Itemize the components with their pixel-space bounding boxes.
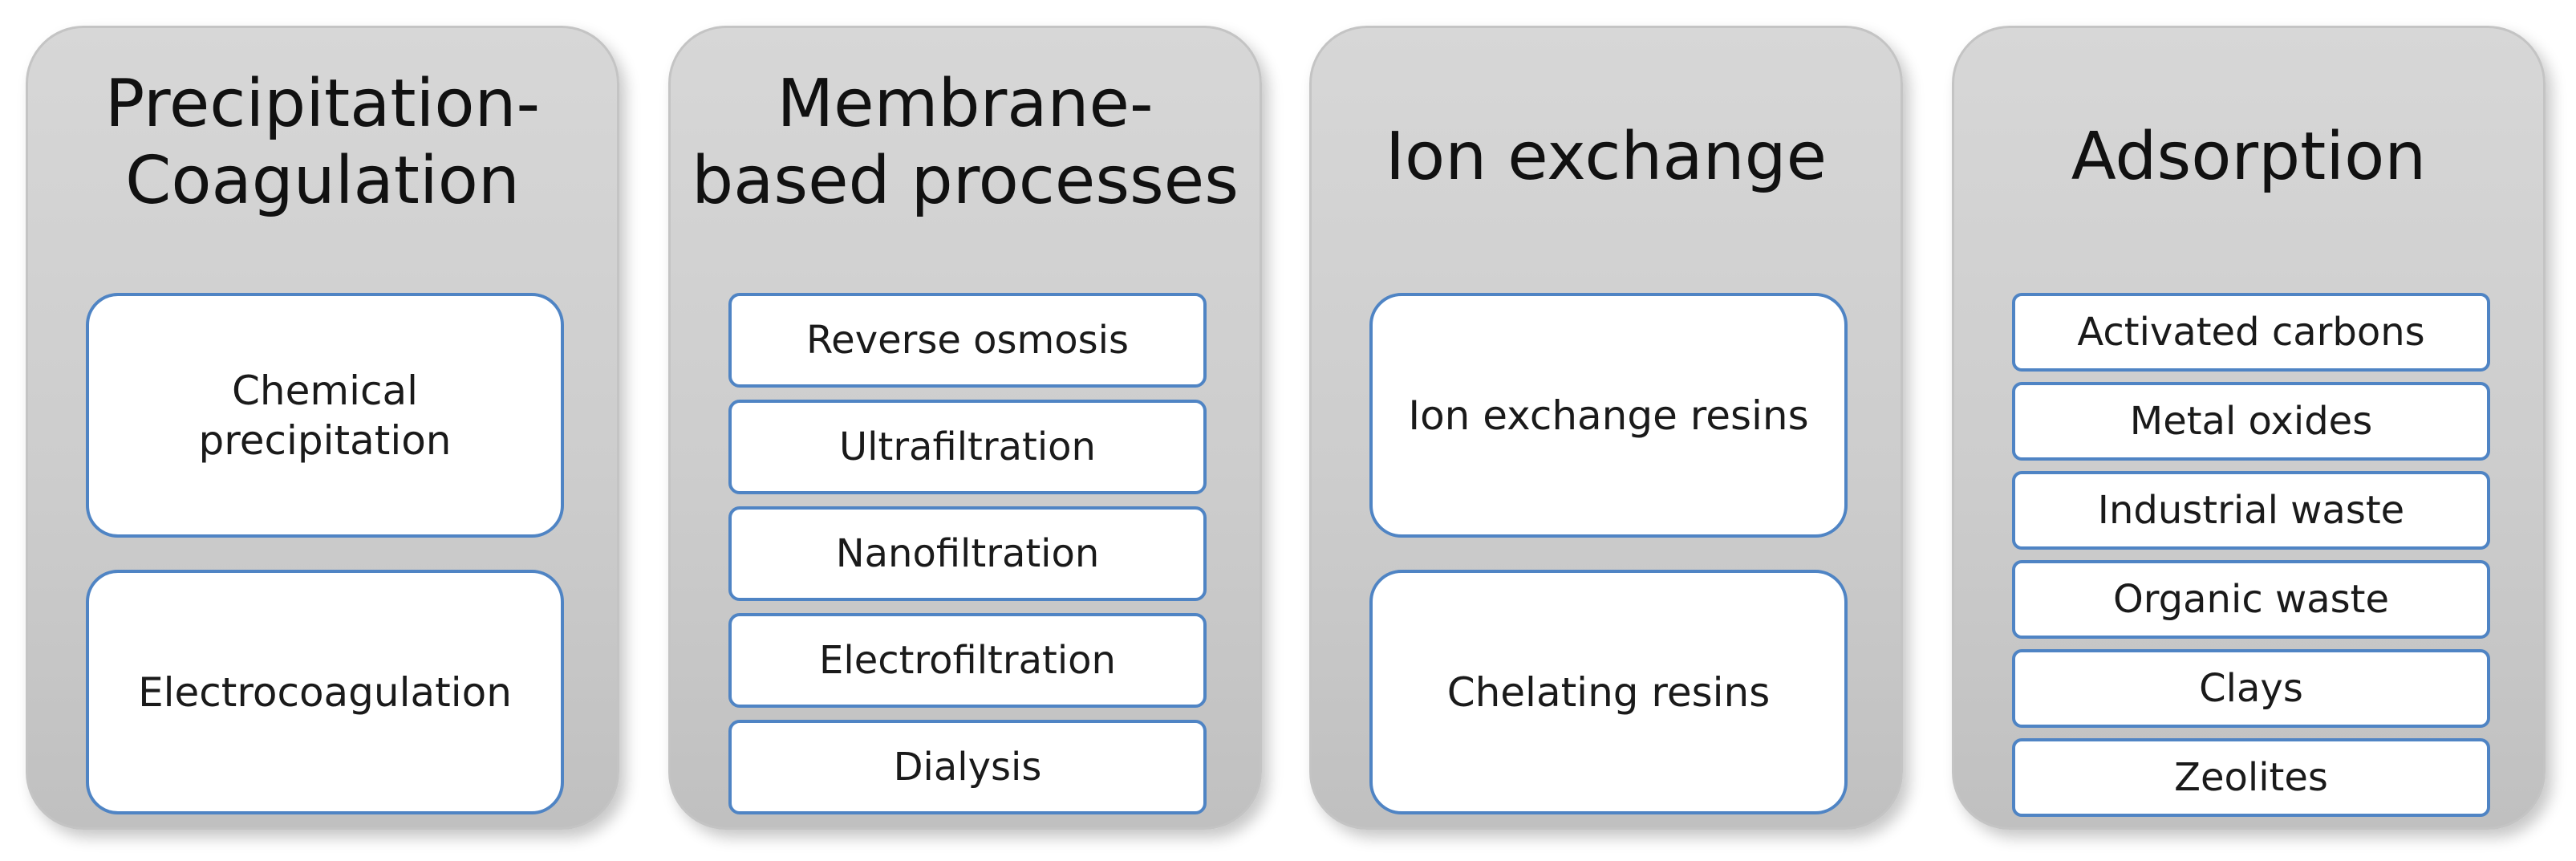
item-dialysis: Dialysis [728,720,1207,814]
column-ion-exchange: Ion exchange Ion exchange resins Chelati… [1309,26,1903,830]
column-title: Ion exchange [1385,119,1828,195]
item-nanofiltration: Nanofiltration [728,506,1207,601]
item-electrofiltration: Electrofiltration [728,613,1207,708]
item-list: Reverse osmosis Ultrafiltration Nanofilt… [728,293,1207,826]
item-metal-oxides: Metal oxides [2012,382,2490,461]
column-title: Precipitation- Coagulation [104,66,541,219]
item-chemical-precipitation: Chemical precipitation [86,293,564,538]
column-adsorption: Adsorption Activated carbons Metal oxide… [1952,26,2546,830]
item-list: Chemical precipitation Electrocoagulatio… [86,293,564,847]
item-ion-exchange-resins: Ion exchange resins [1369,293,1848,538]
item-activated-carbons: Activated carbons [2012,293,2490,372]
item-clays: Clays [2012,649,2490,728]
item-organic-waste: Organic waste [2012,560,2490,639]
item-list: Activated carbons Metal oxides Industria… [2012,293,2490,827]
item-reverse-osmosis: Reverse osmosis [728,293,1207,388]
item-zeolites: Zeolites [2012,738,2490,817]
item-ultrafiltration: Ultrafiltration [728,400,1207,494]
item-chelating-resins: Chelating resins [1369,570,1848,814]
column-title: Adsorption [2071,119,2427,195]
item-electrocoagulation: Electrocoagulation [86,570,564,814]
column-precipitation-coagulation: Precipitation- Coagulation Chemical prec… [26,26,619,830]
column-title: Membrane- based processes [692,66,1239,219]
column-membrane-based-processes: Membrane- based processes Reverse osmosi… [668,26,1262,830]
item-list: Ion exchange resins Chelating resins [1369,293,1848,847]
item-industrial-waste: Industrial waste [2012,471,2490,550]
